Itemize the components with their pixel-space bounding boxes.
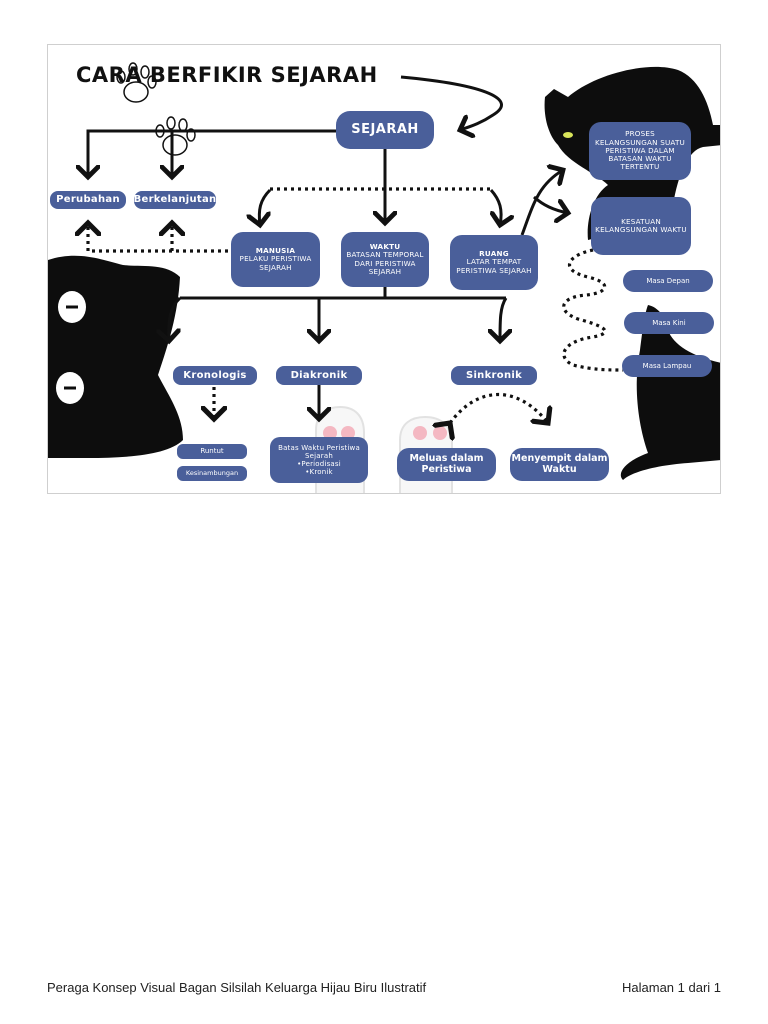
node-batas-waktu[interactable]: Batas Waktu Peristiwa Sejarah •Periodisa… [270, 437, 368, 483]
node-ruang-title: RUANG [479, 249, 509, 259]
node-manusia[interactable]: MANUSIA PELAKU PERISTIWA SEJARAH [231, 232, 320, 287]
node-kronologis[interactable]: Kronologis [173, 366, 257, 385]
node-masa-depan[interactable]: Masa Depan [623, 270, 713, 292]
node-menyempit[interactable]: Menyempit dalam Waktu [510, 448, 609, 481]
footer-title: Peraga Konsep Visual Bagan Silsilah Kelu… [47, 980, 427, 995]
node-waktu-desc: BATASAN TEMPORAL DARI PERISTIWA SEJARAH [346, 250, 424, 276]
mind-map-poster: CARA BERFIKIR SEJARAH SEJARAH Perubahan … [47, 44, 721, 494]
node-waktu[interactable]: WAKTU BATASAN TEMPORAL DARI PERISTIWA SE… [341, 232, 429, 287]
node-sejarah[interactable]: SEJARAH [336, 111, 434, 149]
node-batas-item-kronik: •Kronik [305, 468, 333, 477]
node-masa-lampau[interactable]: Masa Lampau [622, 355, 712, 377]
node-berkelanjutan[interactable]: Berkelanjutan [134, 191, 216, 209]
footer-page-number: Halaman 1 dari 1 [622, 980, 721, 995]
node-kesinambungan[interactable]: Kesinambungan [177, 466, 247, 481]
node-manusia-title: MANUSIA [255, 246, 296, 256]
node-batas-item-periodisasi: •Periodisasi [297, 460, 341, 468]
node-ruang[interactable]: RUANG LATAR TEMPAT PERISTIWA SEJARAH [450, 235, 538, 290]
node-kesatuan[interactable]: KESATUAN KELANGSUNGAN WAKTU [591, 197, 691, 255]
black-cat-bottom-right-illustration [620, 305, 720, 480]
node-meluas[interactable]: Meluas dalam Peristiwa [397, 448, 496, 481]
node-sinkronik[interactable]: Sinkronik [451, 366, 537, 385]
poster-title: CARA BERFIKIR SEJARAH [76, 63, 378, 87]
node-masa-kini[interactable]: Masa Kini [624, 312, 714, 334]
node-diakronik[interactable]: Diakronik [276, 366, 362, 385]
node-proses[interactable]: PROSES KELANGSUNGAN SUATU PERISTIWA DALA… [589, 122, 691, 180]
node-manusia-desc: PELAKU PERISTIWA SEJARAH [239, 254, 312, 272]
node-waktu-title: WAKTU [369, 241, 401, 251]
node-batas-title: Batas Waktu Peristiwa Sejarah [278, 443, 360, 460]
node-perubahan[interactable]: Perubahan [50, 191, 126, 209]
paw-outline-icon [116, 62, 157, 103]
node-ruang-desc: LATAR TEMPAT PERISTIWA SEJARAH [456, 257, 532, 275]
paw-outline-icon [155, 116, 196, 156]
black-cat-left-illustration [48, 255, 183, 458]
node-runtut[interactable]: Runtut [177, 444, 247, 459]
